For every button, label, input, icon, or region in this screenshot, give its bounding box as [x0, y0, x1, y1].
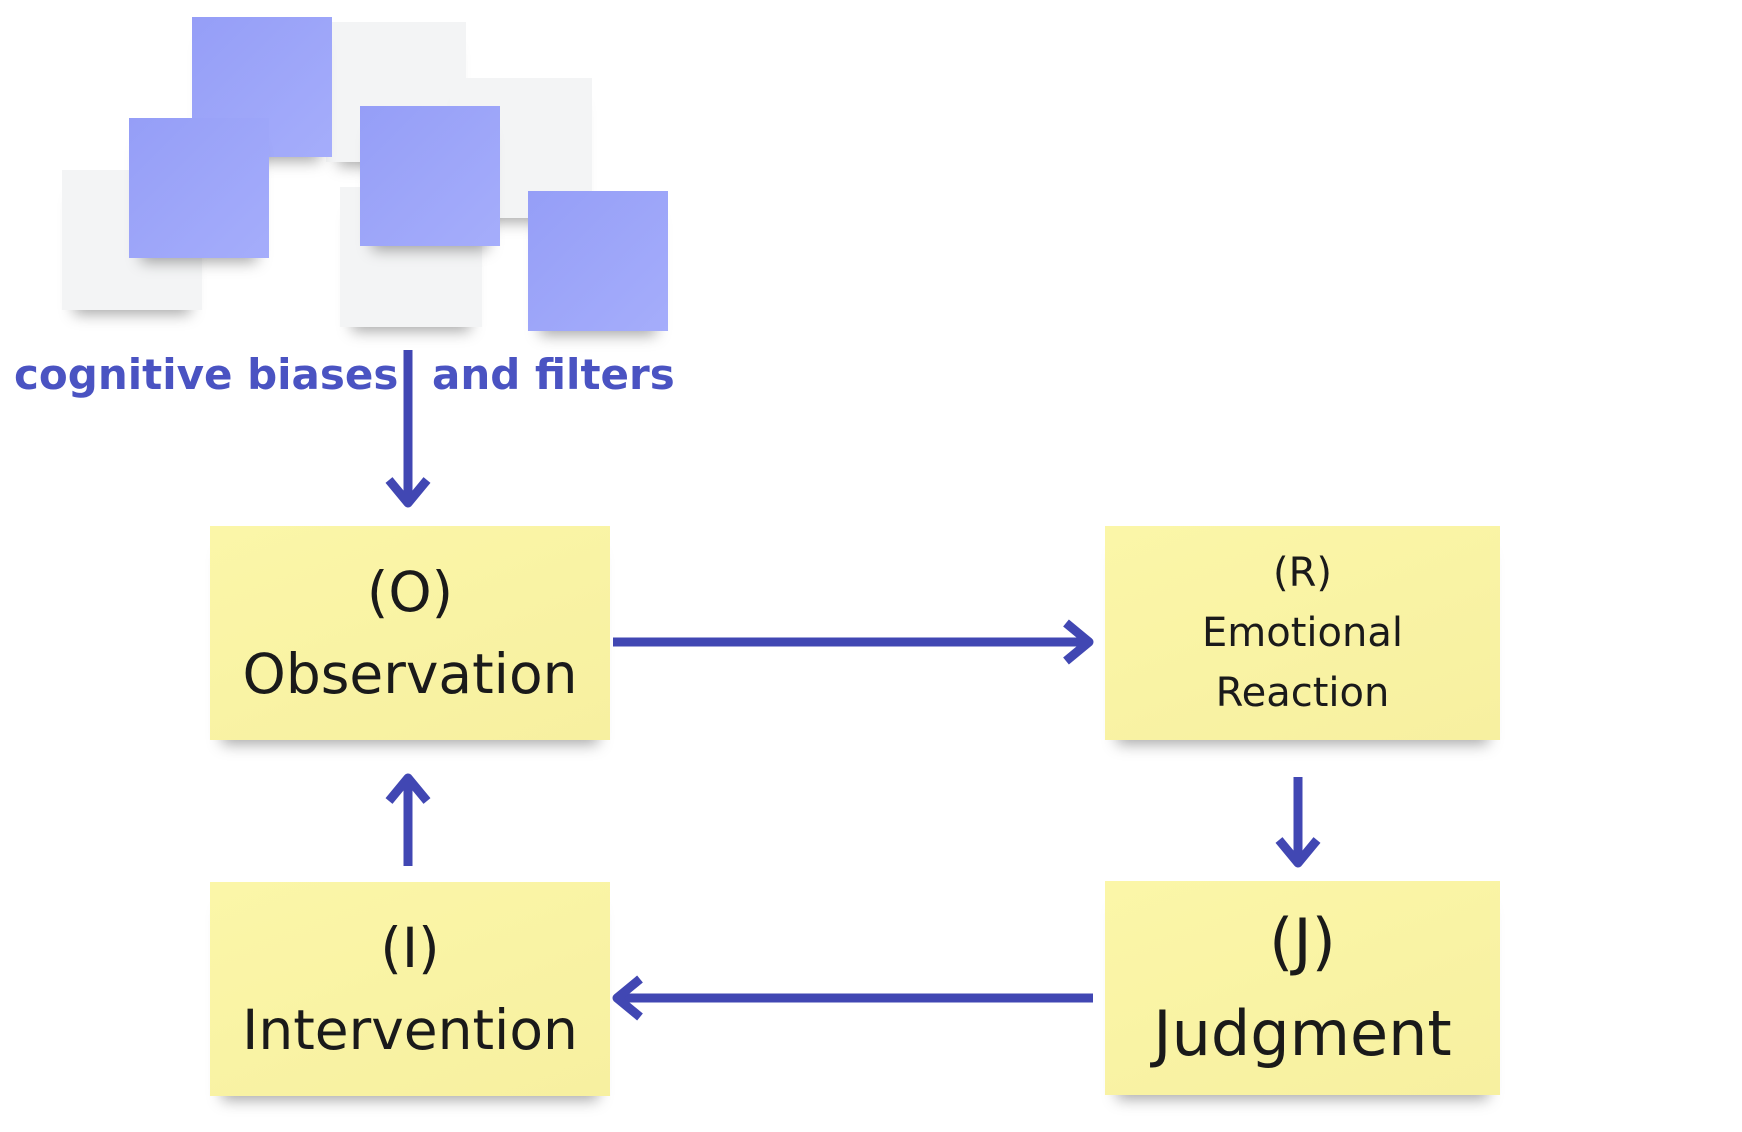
emotional-reaction-card: (R) Emotional Reaction	[1105, 526, 1500, 740]
arrow-biases-to-observation-head	[385, 477, 431, 508]
arrow-intervention-to-observation-head	[385, 773, 431, 804]
intervention-code: (I)	[380, 916, 440, 980]
judgment-title: Judgment	[1153, 997, 1452, 1070]
purple-sticky-note-4	[528, 191, 668, 331]
reaction-code: (R)	[1272, 550, 1332, 596]
arrow-judgment-to-intervention-head	[612, 975, 643, 1021]
purple-sticky-note-3	[360, 106, 500, 246]
intervention-title: Intervention	[242, 998, 578, 1062]
arrow-observation-to-reaction-head	[1063, 619, 1094, 665]
observation-code: (O)	[366, 560, 454, 624]
reaction-line2: Reaction	[1215, 670, 1390, 716]
judgment-card: (J) Judgment	[1105, 881, 1500, 1095]
arrow-reaction-to-judgment-head	[1275, 837, 1321, 868]
observation-title: Observation	[242, 642, 578, 706]
intervention-card: (I) Intervention	[210, 882, 610, 1096]
cognitive-biases-label: cognitive biases	[14, 350, 399, 399]
purple-sticky-note-2	[129, 118, 269, 258]
reaction-line1: Emotional	[1202, 610, 1403, 656]
and-filters-label: and filters	[432, 350, 675, 399]
judgment-code: (J)	[1269, 905, 1336, 978]
observation-card: (O) Observation	[210, 526, 610, 740]
